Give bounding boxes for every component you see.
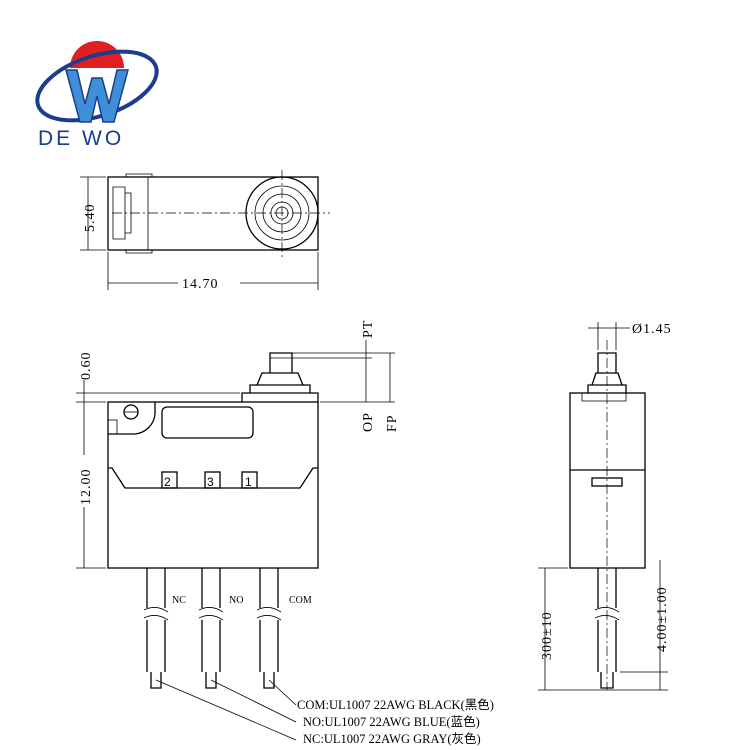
dim-overtravel: 0.60 [79, 352, 94, 381]
dim-diameter: Ø1.45 [632, 322, 672, 337]
dim-length: 14.70 [182, 277, 219, 292]
logo: DE WO [35, 41, 159, 150]
logo-text: DE WO [38, 127, 124, 150]
terminal-label-2: 2 [164, 475, 171, 489]
top-view: 5.40 14.70 [80, 170, 330, 292]
dim-wire-length: 300±10 [540, 611, 555, 660]
legend-no: NO:UL1007 22AWG BLUE(蓝色) [303, 714, 480, 729]
terminal-label-3: 3 [207, 475, 214, 489]
legend-nc: NC:UL1007 22AWG GRAY(灰色) [303, 731, 481, 746]
dim-strip-length: 4.00±1.00 [655, 586, 670, 652]
label-fp: FP [385, 414, 400, 432]
side-view: Ø1.45 300±10 4.00±1.00 [538, 322, 672, 691]
logo-w-letter [65, 69, 129, 123]
wire-legend: COM:UL1007 22AWG BLACK(黑色) NO:UL1007 22A… [297, 697, 494, 746]
wire-label-com: COM [289, 595, 312, 606]
wire-label-nc: NC [172, 595, 186, 606]
terminal-label-1: 1 [245, 475, 252, 489]
legend-com: COM:UL1007 22AWG BLACK(黑色) [297, 697, 494, 712]
dim-width: 5.40 [83, 204, 98, 233]
front-view: 2 3 1 NC NO COM 0.60 12.00 PT OP FP [76, 320, 400, 741]
wire-label-no: NO [229, 595, 243, 606]
label-op: OP [361, 412, 376, 432]
dim-height: 12.00 [79, 469, 94, 506]
label-pt: PT [361, 320, 376, 338]
